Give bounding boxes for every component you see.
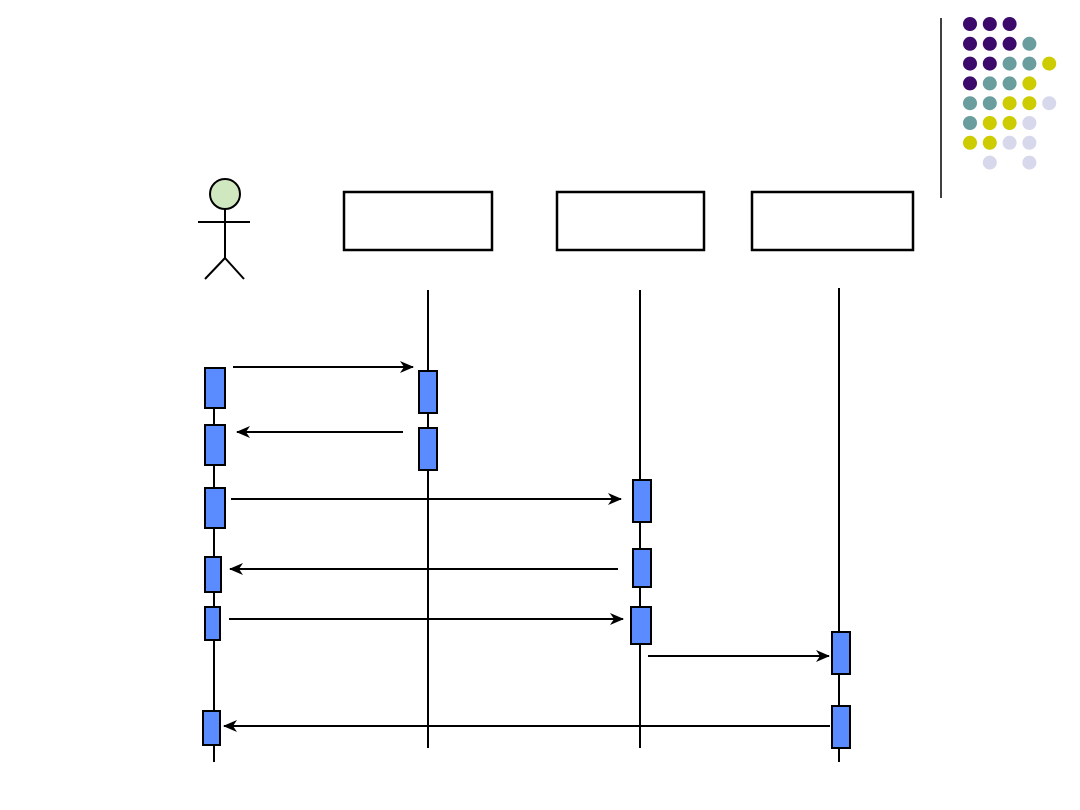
actor-activation-2 bbox=[204, 424, 226, 466]
decorative-dot bbox=[1022, 96, 1037, 111]
decorative-dot bbox=[1002, 116, 1017, 130]
decorative-dot bbox=[982, 36, 997, 51]
decorative-dot bbox=[963, 76, 977, 91]
decorative-dot bbox=[1002, 17, 1017, 31]
actor-activation-3 bbox=[204, 487, 226, 529]
decorative-dot bbox=[963, 17, 977, 31]
object-3-activation-2 bbox=[831, 705, 851, 749]
decorative-dot bbox=[963, 96, 977, 111]
actor-activation-1 bbox=[204, 367, 226, 409]
activation-bars bbox=[202, 367, 851, 749]
decorative-dot bbox=[1002, 56, 1017, 71]
actor-left-leg bbox=[204, 257, 226, 280]
decorative-dot bbox=[982, 116, 997, 130]
object-2-activation-1 bbox=[632, 479, 652, 523]
actor-head bbox=[209, 178, 241, 210]
object-box-3 bbox=[750, 190, 915, 252]
decorative-dot bbox=[963, 36, 977, 51]
decorative-dot bbox=[982, 96, 997, 111]
decorative-dot bbox=[963, 116, 977, 130]
object-box-2 bbox=[555, 190, 706, 252]
decorative-dot bbox=[982, 155, 997, 170]
decorative-dot bbox=[982, 56, 997, 71]
decorative-dot bbox=[1042, 96, 1057, 111]
decorative-dot bbox=[1002, 135, 1017, 150]
decorative-dot bbox=[1022, 36, 1037, 51]
object-3-activation-1 bbox=[831, 631, 851, 675]
decorative-dot bbox=[1022, 135, 1037, 150]
actor-activation-5 bbox=[204, 606, 221, 641]
object-box-1 bbox=[342, 190, 494, 252]
decorative-dot bbox=[1022, 56, 1037, 71]
decorative-dot bbox=[1002, 36, 1017, 51]
decorative-dot bbox=[963, 135, 977, 150]
decorative-dot bbox=[963, 56, 977, 71]
decorative-dot bbox=[1022, 116, 1037, 130]
object-2-activation-3 bbox=[630, 606, 652, 645]
decorative-dot bbox=[1022, 155, 1037, 170]
actor-activation-4 bbox=[204, 556, 222, 593]
object-1-activation-1 bbox=[418, 370, 438, 414]
decorative-dot bbox=[982, 17, 997, 31]
decorative-dot bbox=[1022, 76, 1037, 91]
decorative-dot-grid bbox=[963, 17, 1057, 170]
decorative-dot bbox=[1002, 76, 1017, 91]
object-1-activation-2 bbox=[418, 427, 438, 471]
object-2-activation-2 bbox=[632, 548, 652, 588]
decorative-dot bbox=[982, 135, 997, 150]
actor-activation-6 bbox=[202, 710, 221, 746]
decorative-dot bbox=[1042, 56, 1057, 71]
actor-figure bbox=[198, 178, 250, 280]
decorative-dot bbox=[1002, 96, 1017, 111]
decorative-dot bbox=[982, 76, 997, 91]
actor-right-leg bbox=[224, 257, 245, 280]
